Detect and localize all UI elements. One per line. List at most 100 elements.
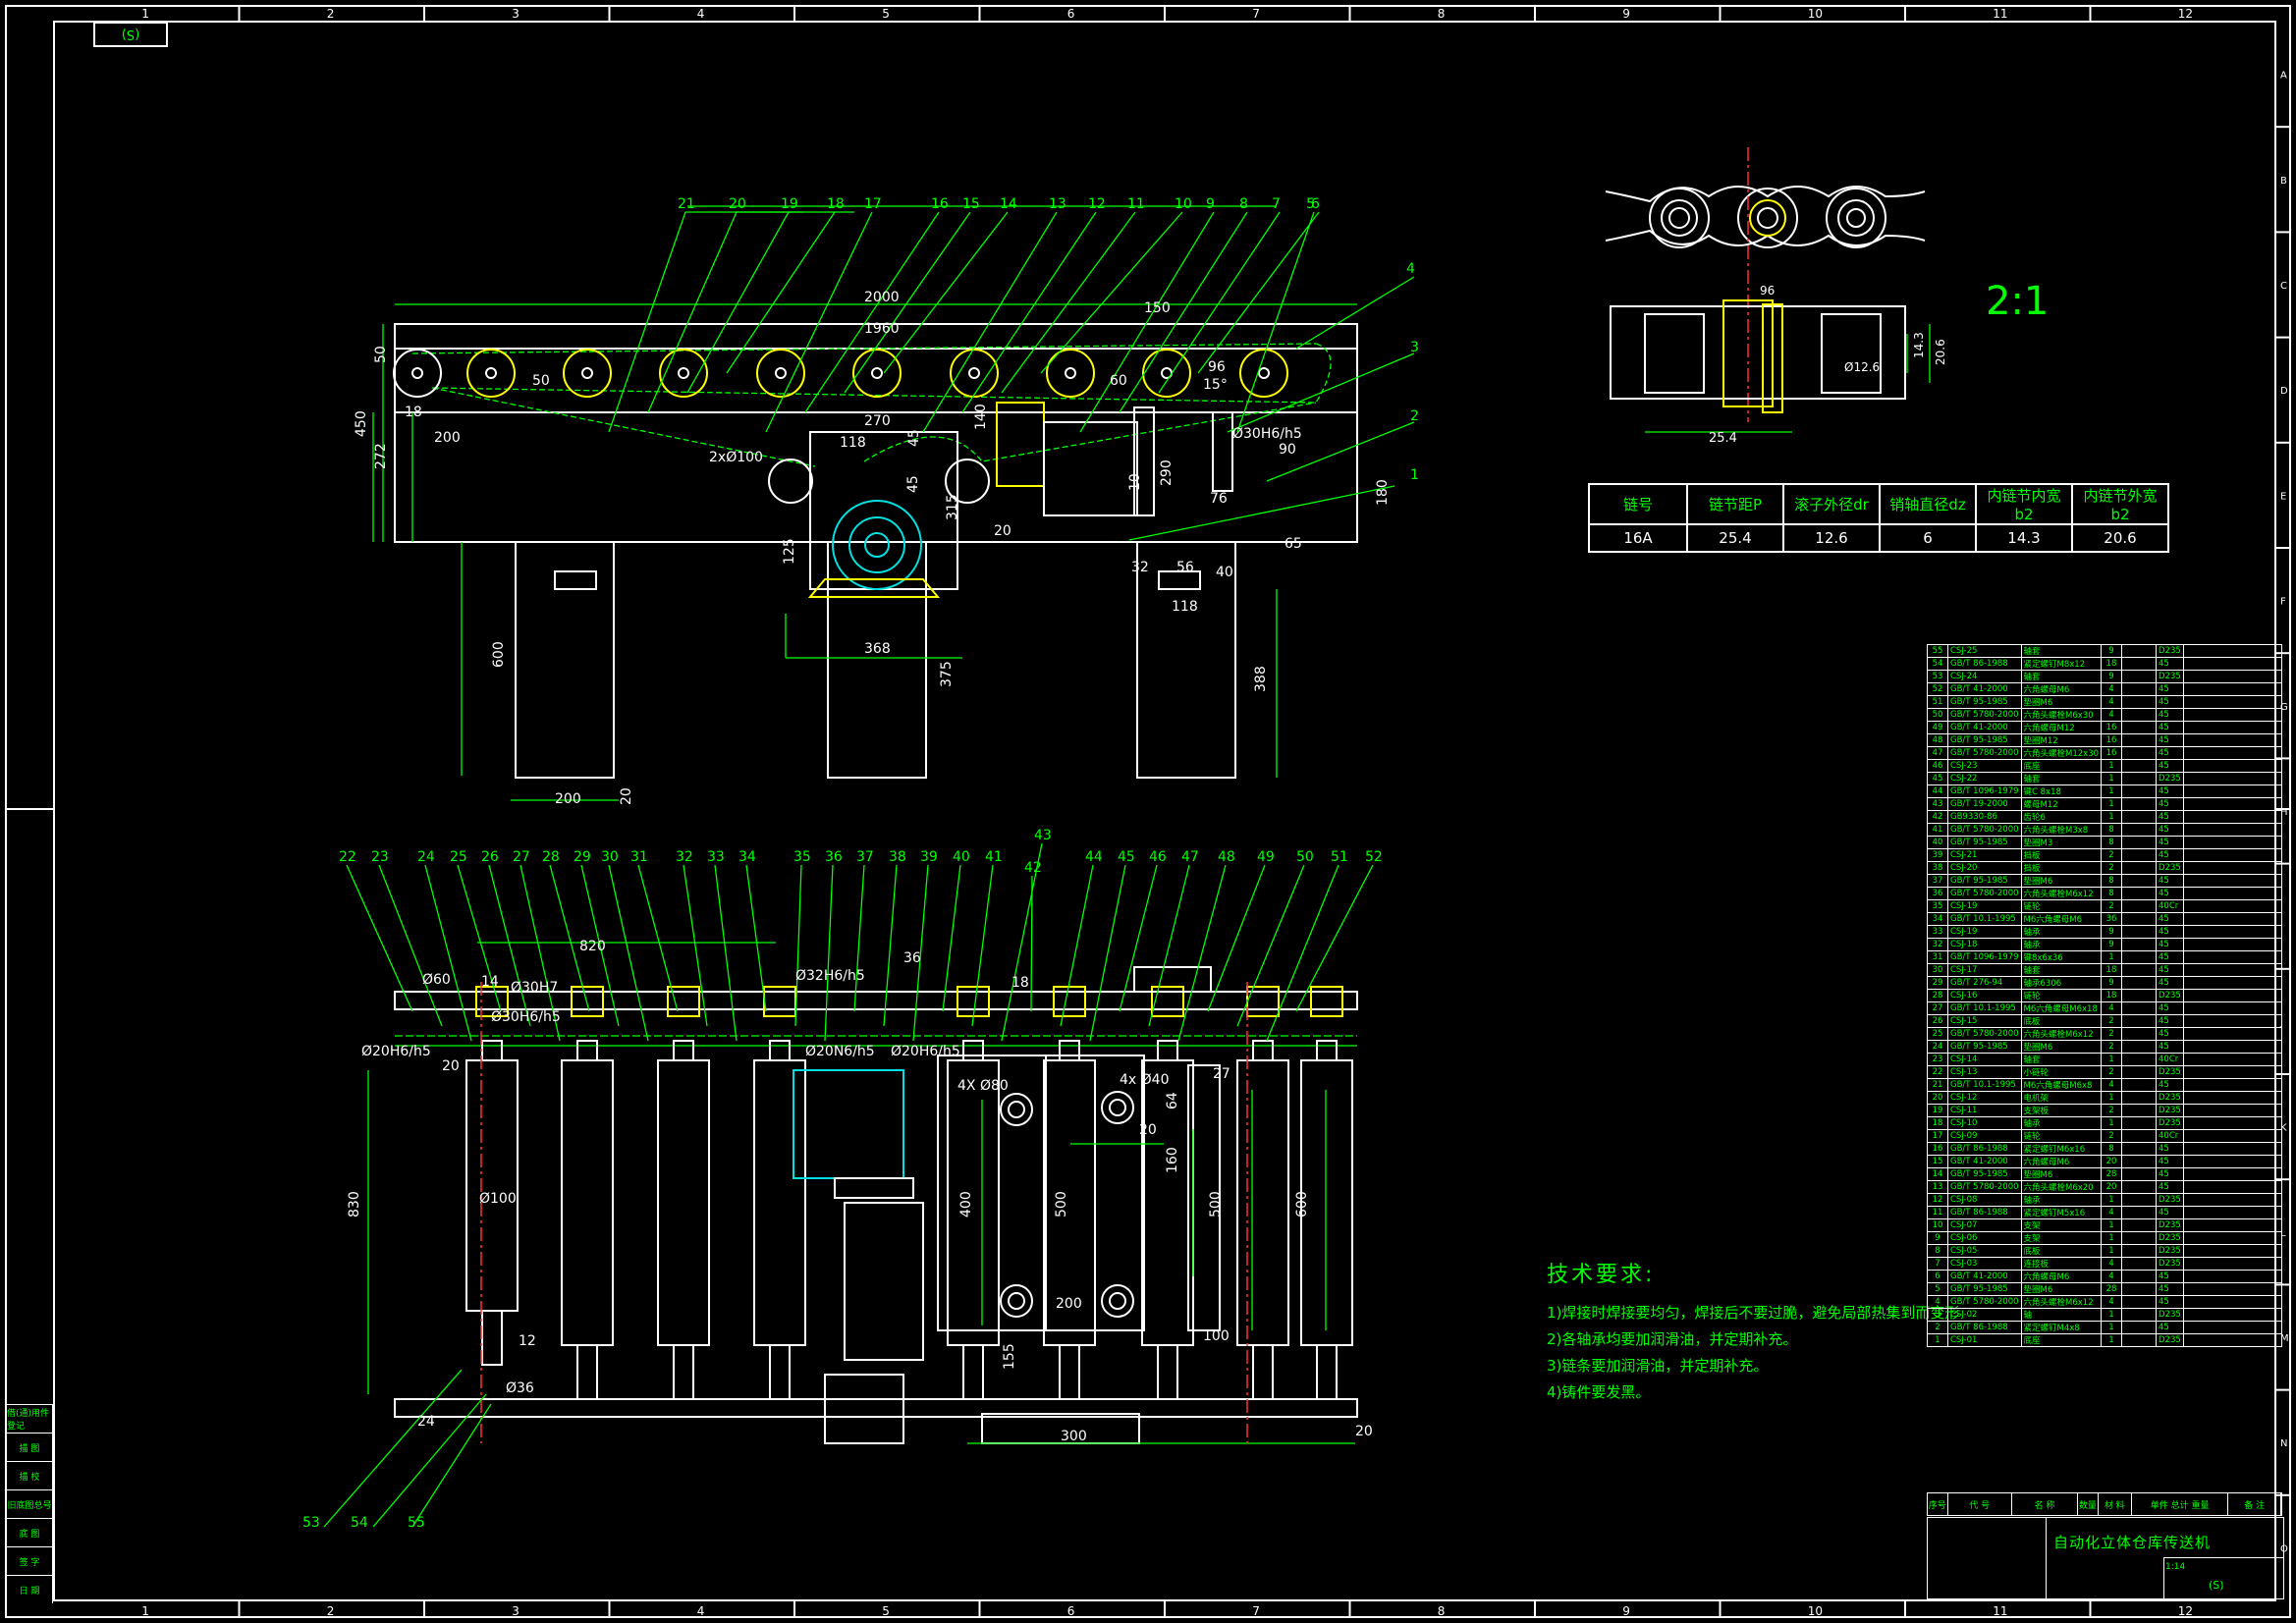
bom-cell: 45: [2156, 963, 2184, 977]
bom-cell: [2121, 1091, 2158, 1105]
balloon-18: 18: [827, 196, 845, 212]
bom-cell: CSJ-06: [1947, 1231, 2022, 1245]
bom-cell: [2121, 989, 2158, 1002]
bom-cell: 13: [1927, 1180, 1948, 1194]
bom-cell: D235: [2156, 1065, 2184, 1079]
bom-cell: 45: [2156, 708, 2184, 722]
bom-cell: 垫圈M6: [2020, 874, 2103, 888]
dim-150: 150: [1144, 300, 1171, 316]
bom-cell: [2182, 1180, 2283, 1194]
dim-20c: 20: [1355, 1424, 1373, 1439]
chain-table-value-cell: 16A: [1588, 523, 1688, 553]
chain-table-value-cell: 25.4: [1686, 523, 1784, 553]
bom-cell: 紧定螺钉M4x8: [2020, 1321, 2103, 1334]
bom-cell: 2: [2101, 1040, 2123, 1054]
detail-scale: 2:1: [1986, 279, 2049, 324]
balloon-bottom: 53: [302, 1515, 320, 1531]
bom-cell: 55: [1927, 644, 1948, 658]
column-marker-top: 3: [512, 7, 519, 21]
bom-cell: D235: [2156, 1333, 2184, 1347]
bom-cell: 1: [2101, 1333, 2123, 1347]
bom-cell: 紧定螺钉M6x16: [2020, 1142, 2103, 1156]
bom-cell: [2121, 823, 2158, 837]
bom-cell: 54: [1927, 657, 1948, 671]
bom-cell: 32: [1927, 938, 1948, 951]
bom-cell: [2121, 1142, 2158, 1156]
column-marker-top: 12: [2178, 7, 2193, 21]
dim-200: 200: [1056, 1296, 1082, 1312]
bom-cell: 34: [1927, 912, 1948, 926]
bom-cell: 43: [1927, 797, 1948, 811]
bom-cell: [2121, 950, 2158, 964]
bom-cell: [2182, 861, 2283, 875]
bom-cell: 15: [1927, 1155, 1948, 1168]
bom-cell: [2121, 963, 2158, 977]
bom-cell: 垫圈M12: [2020, 733, 2103, 747]
bom-cell: 16: [1927, 1142, 1948, 1156]
bom-cell: [2121, 1321, 2158, 1334]
bom-cell: [2121, 874, 2158, 888]
bom-cell: 45: [2156, 976, 2184, 990]
bom-cell: 39: [1927, 848, 1948, 862]
bom-cell: 35: [1927, 899, 1948, 913]
elevation-view: [372, 205, 1415, 801]
bom-cell: 31: [1927, 950, 1948, 964]
bom-cell: GB/T 95-1985: [1947, 733, 2022, 747]
roller: [950, 349, 999, 398]
bom-cell: 45: [2156, 1078, 2184, 1092]
dim-36b: Ø36: [506, 1380, 534, 1396]
bom-cell: [2121, 1193, 2158, 1207]
column-marker-top: 5: [882, 7, 890, 21]
bom-cell: 18: [2101, 657, 2123, 671]
left-strip-cell: 描 校: [6, 1461, 53, 1489]
bom-cell: [2121, 1040, 2158, 1054]
bom-cell: 垫圈M6: [2020, 1282, 2103, 1296]
bom-cell: 轴承: [2020, 925, 2103, 939]
bom-cell: [2182, 1282, 2283, 1296]
bom-cell: [2182, 950, 2283, 964]
motor-pulley: [832, 500, 922, 590]
dim-500b: 500: [1208, 1191, 1224, 1217]
bom-cell: M6六角螺母M6x18: [2020, 1001, 2103, 1015]
plan-view: [323, 842, 1374, 1528]
dim-45b: 45: [905, 475, 921, 493]
dim-40: 40: [1216, 565, 1233, 580]
balloon-27: 27: [513, 849, 530, 865]
bom-cell: 底座: [2020, 759, 2103, 773]
bom-cell: [2182, 708, 2283, 722]
bom-cell: [2121, 797, 2158, 811]
bom-cell: 底板: [2020, 1244, 2103, 1258]
balloon-12: 12: [1088, 196, 1106, 212]
balloon-19: 19: [781, 196, 798, 212]
chain-table-value-cell: 14.3: [1975, 523, 2073, 553]
dim-125: 125: [782, 538, 797, 565]
roller: [1142, 349, 1191, 398]
bom-cell: 六角头螺栓M3x8: [2020, 823, 2103, 837]
dim-200: 200: [434, 430, 461, 446]
bom-cell: 六角螺母M6: [2020, 1270, 2103, 1283]
bom-cell: 45: [2156, 1027, 2184, 1041]
bom-cell: [2182, 797, 2283, 811]
dim-20h6b: Ø20H6/h5: [891, 1044, 960, 1059]
bom-cell: 轴套: [2020, 670, 2103, 683]
dim-30h6: Ø30H6/h5: [1232, 426, 1302, 442]
bom-cell: GB/T 5780-2000: [1947, 887, 2022, 900]
dim-155: 155: [1002, 1343, 1017, 1370]
bom-header-cell: 数量: [2078, 1493, 2099, 1515]
bom-cell: [2182, 887, 2283, 900]
column-marker-bottom: 8: [1438, 1604, 1446, 1618]
dim-315: 315: [945, 494, 960, 520]
dim-12.6: Ø12.6: [1844, 360, 1880, 374]
bom-cell: 27: [1927, 1001, 1948, 1015]
notes-title: 技术要求:: [1547, 1263, 1656, 1287]
dim-118: 118: [840, 435, 866, 451]
